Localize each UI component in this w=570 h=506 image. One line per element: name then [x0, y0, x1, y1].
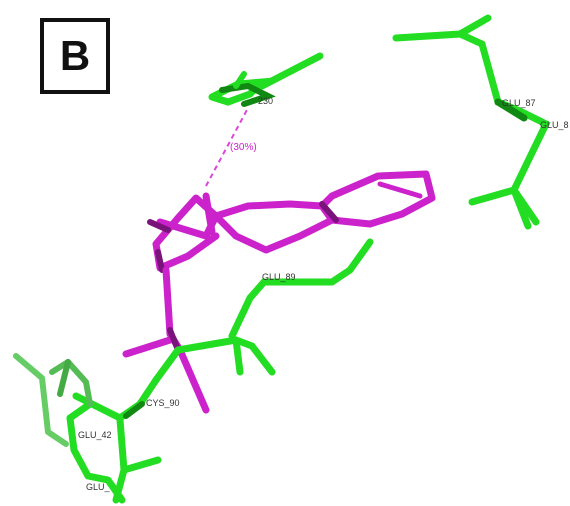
- right-chain-fork-left: [468, 186, 518, 206]
- bottom-left-residues: [13, 346, 182, 504]
- residue-label-cys90: CYS_90: [146, 398, 180, 408]
- glu42-fork-2: [112, 466, 128, 504]
- ligand-ring-inner: [377, 181, 423, 199]
- residue-label-glu-right: GLU_8: [540, 120, 569, 130]
- ligand-top-spike: [202, 192, 216, 236]
- top-ring-tail-2: [233, 71, 247, 89]
- middle-glu-residue: [174, 238, 374, 376]
- faded-chain-b: [49, 359, 93, 407]
- panel-label: B: [59, 32, 91, 79]
- ligand-left-dark-2: [155, 249, 165, 273]
- ligand-left-dark: [147, 219, 171, 233]
- panel-label-box: B: [40, 18, 110, 94]
- residue-label-top-ring: 230: [258, 96, 273, 106]
- ligand-right-ring: [318, 170, 436, 228]
- ligand: [122, 170, 436, 414]
- residue-label-glu42: GLU_42: [78, 430, 112, 440]
- hbond-dashed-line: [205, 107, 249, 187]
- mid-chain-body: [174, 336, 276, 376]
- residue-label-glu-mid: GLU_89: [262, 272, 296, 282]
- residue-label-glu87: GLU_87: [502, 98, 536, 108]
- hbond-occupancy-label: (30%): [230, 142, 257, 153]
- faded-chain-c: [57, 359, 71, 397]
- top-ring-residue: [208, 52, 324, 107]
- glu42-fork: [120, 456, 162, 474]
- faded-chain-a: [13, 353, 69, 447]
- right-chain-fork-right: [510, 186, 540, 226]
- residue-label-glu-bottom: GLU_: [86, 482, 111, 492]
- mid-chain-branch: [232, 336, 244, 376]
- glu42-chain: [66, 400, 126, 504]
- right-glu-residues: [392, 14, 551, 230]
- right-chain-dark: [494, 98, 528, 122]
- ligand-dark-bond: [319, 201, 339, 223]
- cys-dark: [123, 401, 145, 419]
- right-chain-branch: [456, 30, 486, 48]
- glu42-down: [116, 416, 128, 474]
- mid-chain-top: [228, 238, 374, 340]
- ligand-stem-left: [122, 336, 174, 358]
- ligand-stem-dark: [167, 327, 181, 353]
- top-ring-tail: [258, 52, 324, 90]
- ligand-mid-ring: [212, 200, 336, 254]
- right-chain-top: [392, 14, 492, 42]
